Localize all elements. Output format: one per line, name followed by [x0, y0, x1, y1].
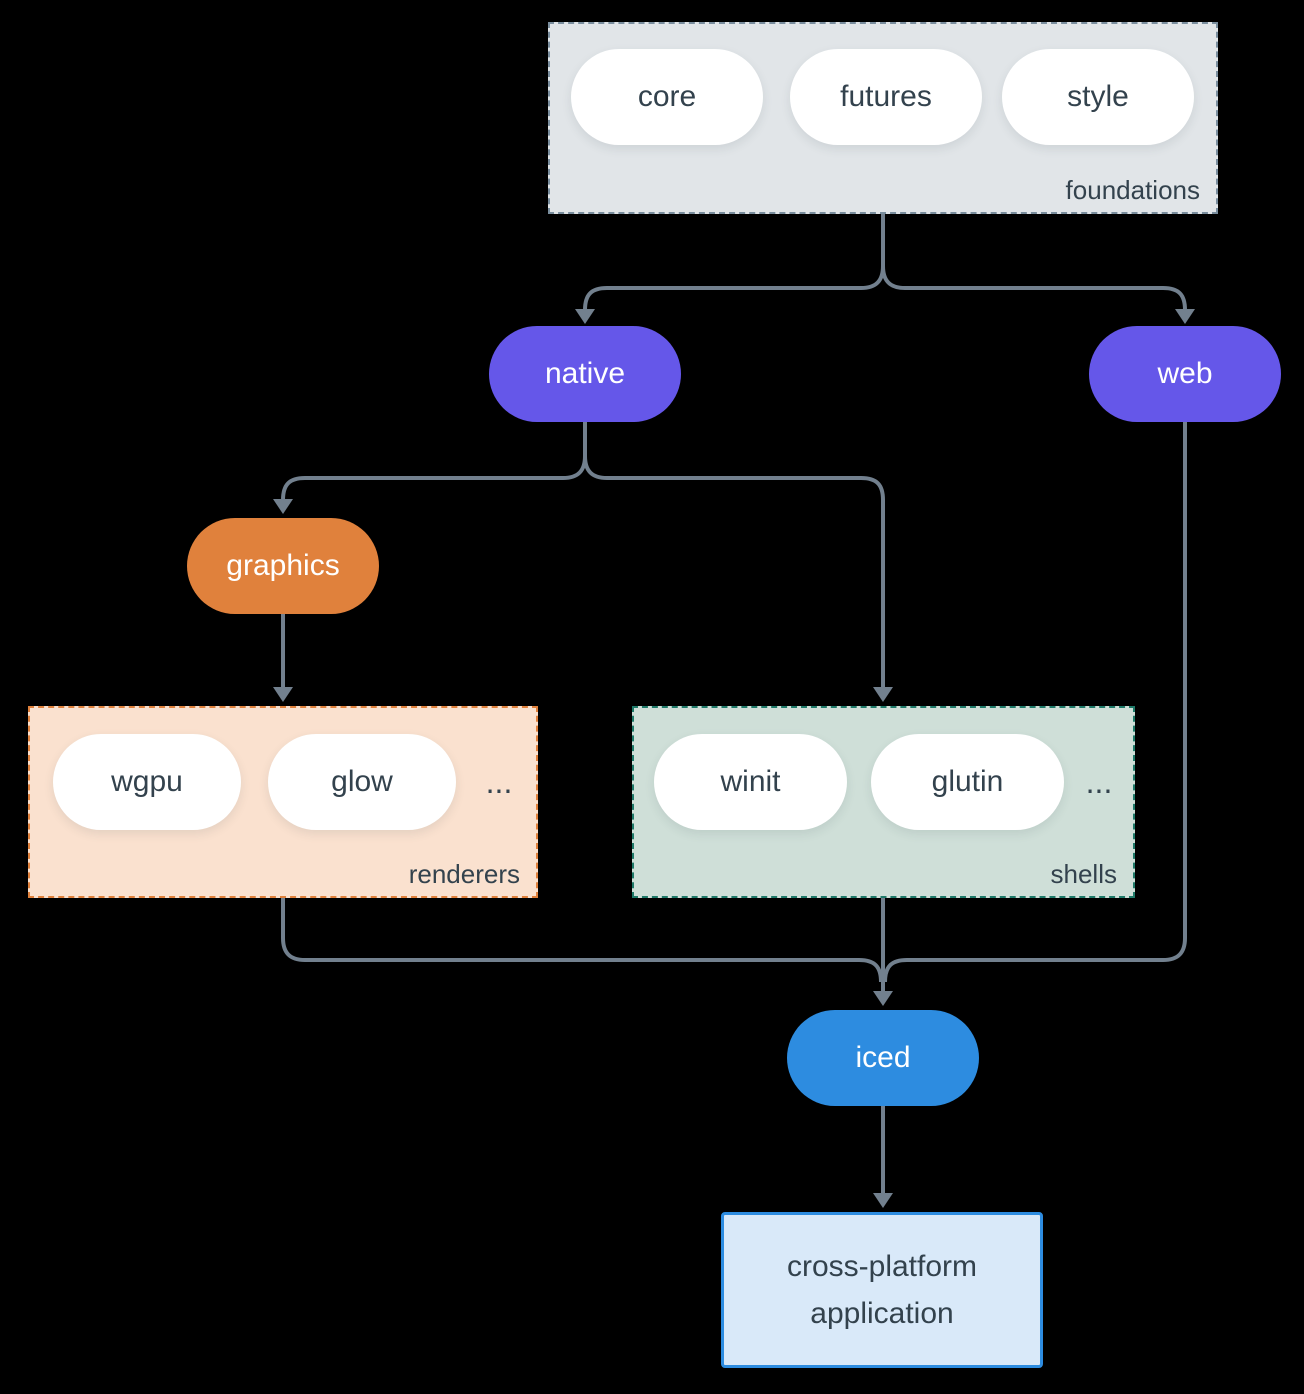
edge-native-to-shells: [583, 455, 885, 688]
arrowhead-native: [575, 309, 595, 324]
arrowhead-iced: [873, 991, 893, 1006]
node-native: native: [489, 326, 681, 422]
edge-foundations-to-web: [881, 265, 1187, 312]
edge-foundations-to-native: [583, 265, 885, 312]
arrowhead-app: [873, 1193, 893, 1208]
arrowhead-graphics: [273, 499, 293, 514]
edge-web-to-merge: [883, 422, 1187, 983]
node-winit: winit: [654, 734, 847, 830]
renderers-ellipsis: ...: [485, 763, 513, 800]
arrowhead-renderers: [273, 687, 293, 702]
edge-renderers-to-merge: [281, 898, 883, 983]
node-web: web: [1089, 326, 1281, 422]
node-glow: glow: [268, 734, 456, 830]
arrowhead-web: [1175, 309, 1195, 324]
app-label: cross-platform application: [786, 1250, 978, 1330]
node-cross-platform-application: cross-platform application: [721, 1212, 1043, 1368]
group-renderers-label: renderers: [408, 859, 520, 889]
arrowhead-shells: [873, 687, 893, 702]
node-wgpu: wgpu: [53, 734, 241, 830]
node-graphics: graphics: [187, 518, 379, 614]
node-glutin: glutin: [871, 734, 1064, 830]
edge-native-to-graphics: [281, 455, 587, 502]
group-shells-label: shells: [1050, 859, 1117, 889]
node-style: style: [1002, 49, 1194, 145]
shells-ellipsis: ...: [1085, 763, 1113, 800]
node-core: core: [571, 49, 763, 145]
node-futures: futures: [790, 49, 982, 145]
group-foundations-label: foundations: [1065, 175, 1200, 205]
node-iced: iced: [787, 1010, 979, 1106]
